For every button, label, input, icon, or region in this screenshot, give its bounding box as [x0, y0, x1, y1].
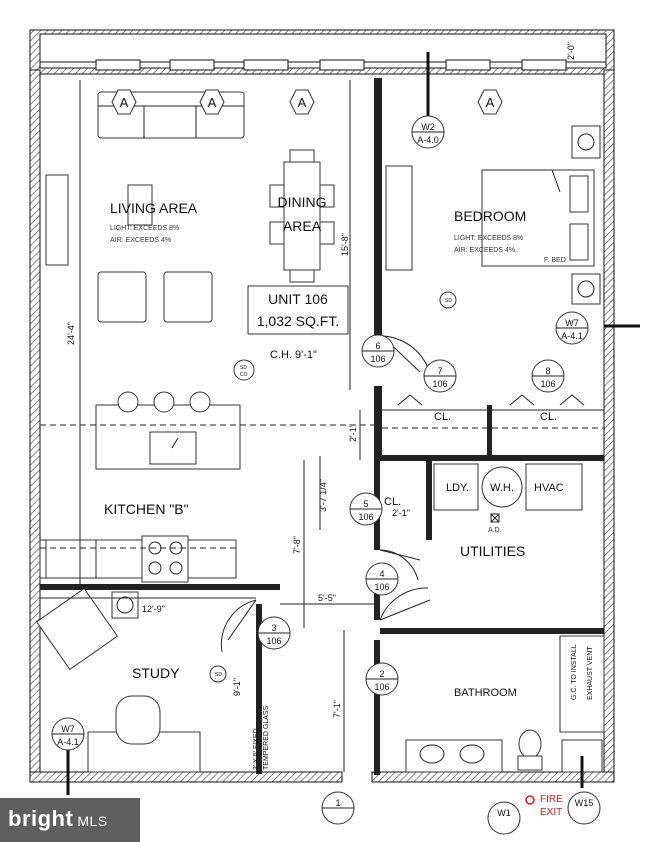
- area-drain-label: A.D.: [488, 527, 502, 534]
- door-tag-number: 3: [271, 623, 276, 633]
- closet-label: CL.: [384, 496, 401, 508]
- section-tag-label: W7: [61, 724, 75, 734]
- bedroom-light-note: LIGHT: EXCEEDS 8%: [454, 235, 523, 242]
- unit-area: 1,032 SQ.FT.: [257, 313, 339, 329]
- room-label-living: LIVING AREA: [110, 200, 198, 216]
- bathroom-fixtures: [405, 635, 605, 773]
- dim-dining-height: 15'-8": [340, 233, 350, 256]
- section-tag-ref: A-4.1: [57, 737, 79, 747]
- living-air-note: AIR: EXCEEDS 4%: [110, 237, 171, 244]
- section-tag-ref: A-4.0: [417, 135, 439, 145]
- bed-label: F. BED: [544, 257, 566, 264]
- door-tag-number: 2: [379, 669, 384, 679]
- section-tag-ref: A-4.1: [561, 331, 583, 341]
- hvac-label: HVAC: [534, 482, 564, 494]
- smoke-detectors: [209, 291, 457, 683]
- window-tag: A: [298, 95, 307, 110]
- bedroom-furniture: [385, 125, 601, 305]
- room-label-dining: DINING: [278, 194, 327, 210]
- door-tag-unit: 106: [358, 512, 373, 522]
- study-furniture: [35, 587, 201, 773]
- vent-note-2: EXHAUST VENT: [587, 646, 594, 700]
- water-heater-label: W.H.: [490, 482, 514, 494]
- watermark-suffix: MLS: [77, 813, 108, 829]
- door-tag-unit: 106: [374, 682, 389, 692]
- dim-bath-hall: 7'-1": [332, 700, 342, 718]
- watermark-brand: bright: [8, 806, 74, 831]
- dim-living-height: 24'-4": [66, 322, 76, 345]
- door-tag-unit: 106: [370, 354, 385, 364]
- dim-closet-depth: 2'-1": [348, 424, 358, 442]
- living-light-note: LIGHT: EXCEEDS 8%: [110, 225, 179, 232]
- fire-exit-label: FIRE: [540, 794, 563, 805]
- unit-info-box: [247, 285, 349, 335]
- dim-study-height: 9'-1": [232, 678, 242, 696]
- door-tag-number: 5: [363, 499, 368, 509]
- fire-exit-icon: [525, 795, 535, 805]
- room-label-dining-2: AREA: [283, 218, 322, 234]
- dim-hall-width: 5'-5": [318, 593, 336, 603]
- section-tag-label: W1: [497, 808, 511, 818]
- room-label-bathroom: BATHROOM: [454, 687, 517, 699]
- door-tag-unit: 106: [374, 582, 389, 592]
- ceiling-height: C.H. 9'-1": [270, 349, 317, 361]
- room-label-bedroom: BEDROOM: [454, 208, 526, 224]
- window-tags: [111, 89, 503, 115]
- interior-walls: [40, 78, 604, 775]
- closet-label: CL.: [434, 411, 451, 423]
- section-tags: [51, 52, 640, 835]
- dim-closet-width: 2'-1": [392, 508, 410, 518]
- bedroom-air-note: AIR: EXCEEDS 4%: [454, 247, 515, 254]
- door-tag-number: 4: [379, 569, 384, 579]
- room-label-kitchen: KITCHEN "B": [104, 501, 189, 517]
- door-tag-number: 8: [545, 366, 550, 376]
- smoke-detector-label: SD: [240, 365, 247, 371]
- door-tag-number: 6: [375, 341, 380, 351]
- room-label-study: STUDY: [132, 665, 180, 681]
- window-tag: A: [486, 95, 495, 110]
- co-detector-label: CO: [240, 372, 248, 378]
- section-tag-label: W15: [575, 798, 594, 808]
- dim-hall-height: 7'-8": [292, 536, 302, 554]
- dim-study-width: 12'-9": [142, 604, 165, 614]
- window-tag: A: [208, 95, 217, 110]
- dimension-lines: [40, 80, 374, 772]
- smoke-detector-label: SD: [445, 298, 452, 304]
- utilities-equipment: [433, 463, 583, 523]
- glass-note-2: TEMPERED GLASS: [263, 705, 270, 770]
- section-tag-label: W2: [421, 122, 435, 132]
- glass-note-1: 3' X 5' FIXED: [253, 728, 260, 770]
- door-tag-number: 7: [437, 366, 442, 376]
- door-tag-number: 1: [335, 798, 340, 808]
- exterior-walls: [29, 29, 615, 783]
- fire-exit-label-2: EXIT: [540, 807, 562, 818]
- dim-top-right: 2'-0": [566, 42, 576, 60]
- closet-label: CL.: [540, 411, 557, 423]
- living-furniture: [39, 80, 374, 584]
- vent-note-1: G.C. TO INSTALL: [571, 644, 578, 700]
- door-tag-unit: 106: [266, 636, 281, 646]
- laundry-label: LDY.: [446, 482, 469, 494]
- door-tag-unit: 106: [432, 379, 447, 389]
- door-tag-unit: 106: [540, 379, 555, 389]
- unit-number: UNIT 106: [268, 291, 328, 307]
- door-tags: [257, 334, 565, 825]
- door-swings: [220, 335, 585, 653]
- section-tag-label: W7: [565, 318, 579, 328]
- window-tag: A: [120, 95, 129, 110]
- dim-utility-depth: 3'-7 1/4": [318, 479, 328, 512]
- smoke-detector-label: SD: [215, 672, 222, 678]
- room-label-utilities: UTILITIES: [460, 543, 525, 559]
